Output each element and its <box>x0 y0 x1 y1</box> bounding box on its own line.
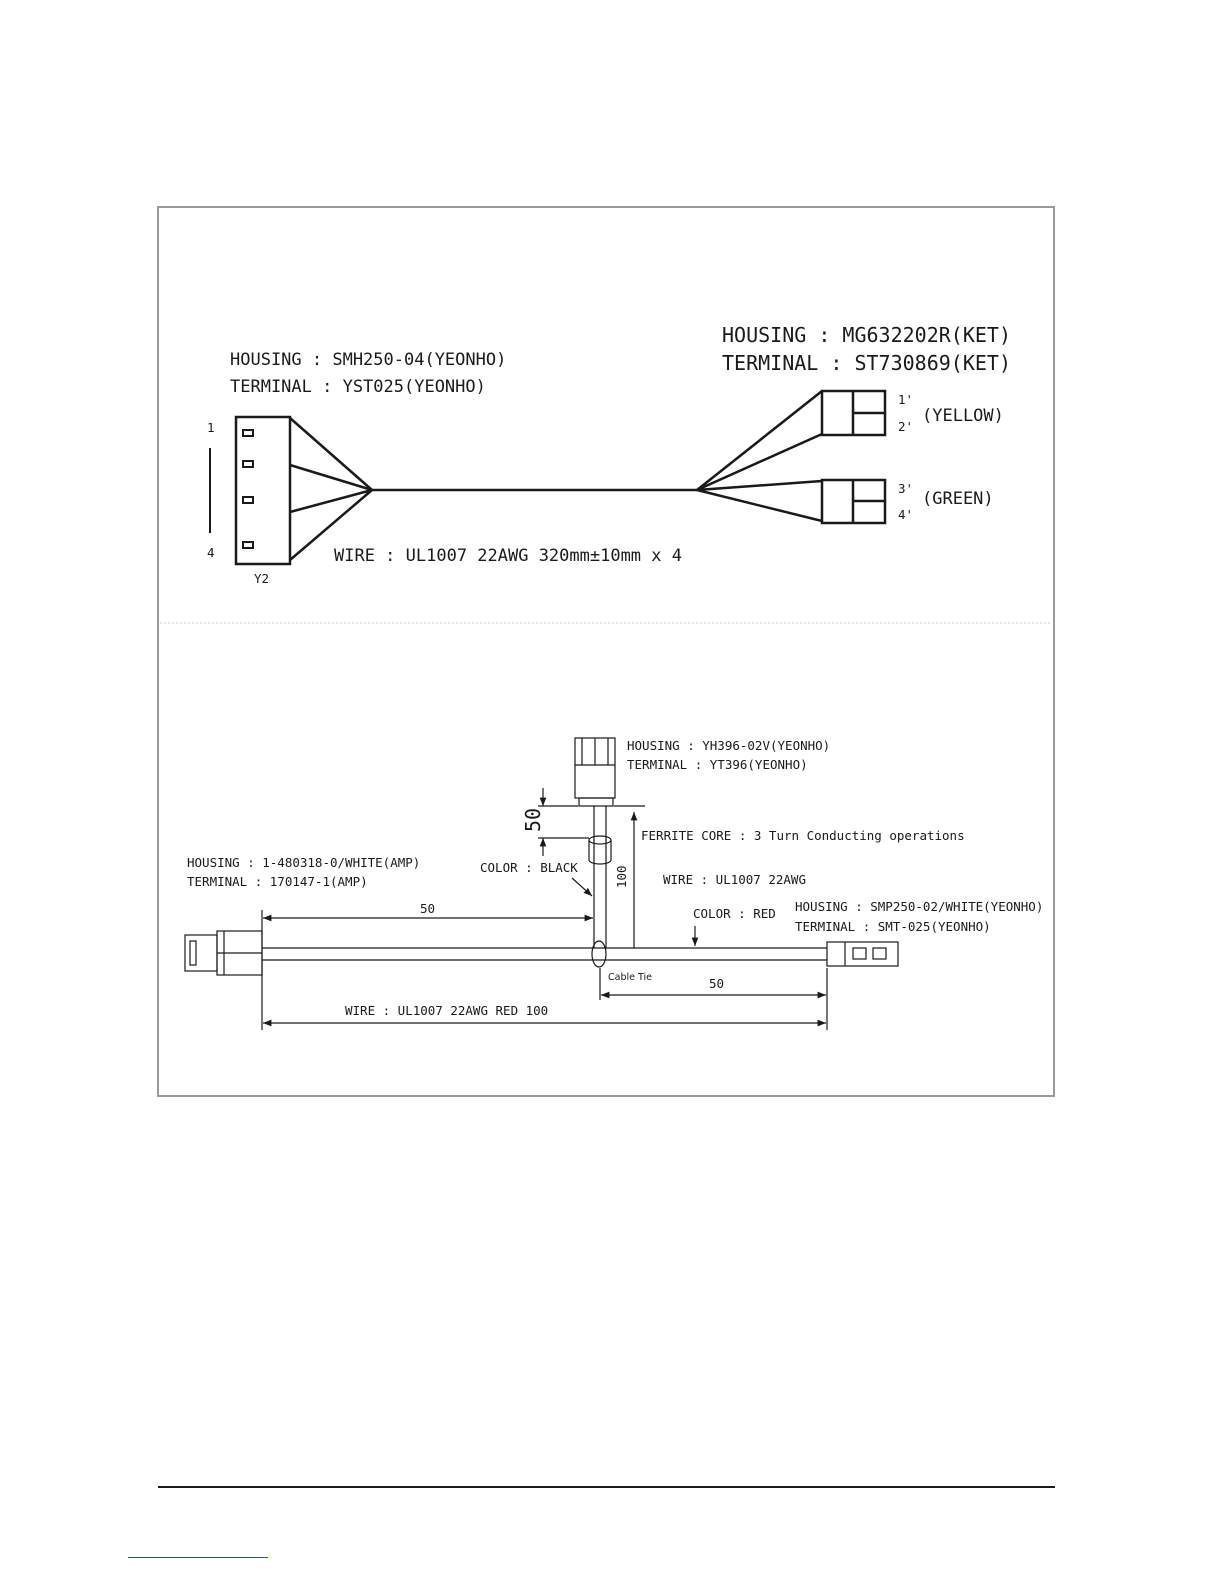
right-smp-terminal-label: TERMINAL : SMT-025(YEONHO) <box>795 919 991 934</box>
right-smp-connector <box>826 941 899 967</box>
connector-designator: Y2 <box>254 571 269 586</box>
top-wire-spec: WIRE : UL1007 22AWG 320mm±10mm x 4 <box>334 546 682 566</box>
color-red-label: COLOR : RED <box>693 906 776 921</box>
color-black-label: COLOR : BLACK <box>480 860 578 875</box>
ferrite-core-label: FERRITE CORE : 3 Turn Conducting operati… <box>641 828 965 843</box>
cable-tie <box>591 940 607 968</box>
pin-last-label: 4 <box>207 545 215 560</box>
footer-link-underline <box>128 1557 268 1558</box>
footer-rule <box>158 1486 1055 1488</box>
left-amp-housing-label: HOUSING : 1-480318-0/WHITE(AMP) <box>187 855 420 870</box>
top-harness <box>209 389 887 566</box>
pin-4p-label: 4' <box>898 507 913 522</box>
dim-100-vertical: 100 <box>614 865 629 888</box>
pin-2p-label: 2' <box>898 419 913 434</box>
left-pin-1 <box>242 429 254 437</box>
top-housing-label: HOUSING : YH396-02V(YEONHO) <box>627 738 830 753</box>
total-wire-label: WIRE : UL1007 22AWG RED 100 <box>345 1003 548 1018</box>
right-smp-housing-label: HOUSING : SMP250-02/WHITE(YEONHO) <box>795 899 1043 914</box>
left-pin-3 <box>242 496 254 504</box>
dim-50-right: 50 <box>709 976 724 991</box>
yellow-color-label: (YELLOW) <box>922 406 1004 426</box>
left-connector-body <box>234 415 292 566</box>
left-amp-terminal-label: TERMINAL : 170147-1(AMP) <box>187 874 368 889</box>
vertical-wire-label: WIRE : UL1007 22AWG <box>663 872 806 887</box>
cable-tie-label: Cable Tie <box>608 972 652 983</box>
right-housing-label: HOUSING : MG632202R(KET) <box>722 323 1011 347</box>
diagram-frame <box>157 206 1055 1097</box>
dim-50-vertical: 50 <box>521 808 545 832</box>
pin-1p-label: 1' <box>898 392 913 407</box>
left-pin-4 <box>242 541 254 549</box>
left-housing-label: HOUSING : SMH250-04(YEONHO) <box>230 350 506 370</box>
ferrite-core <box>588 840 612 865</box>
left-pin-2 <box>242 460 254 468</box>
left-terminal-label: TERMINAL : YST025(YEONHO) <box>230 377 486 397</box>
top-terminal-label: TERMINAL : YT396(YEONHO) <box>627 757 808 772</box>
green-color-label: (GREEN) <box>922 489 994 509</box>
bottom-harness <box>184 737 899 1030</box>
right-terminal-label: TERMINAL : ST730869(KET) <box>722 351 1011 375</box>
dim-50-left: 50 <box>420 901 435 916</box>
pin-3p-label: 3' <box>898 481 913 496</box>
pin-first-label: 1 <box>207 420 215 435</box>
